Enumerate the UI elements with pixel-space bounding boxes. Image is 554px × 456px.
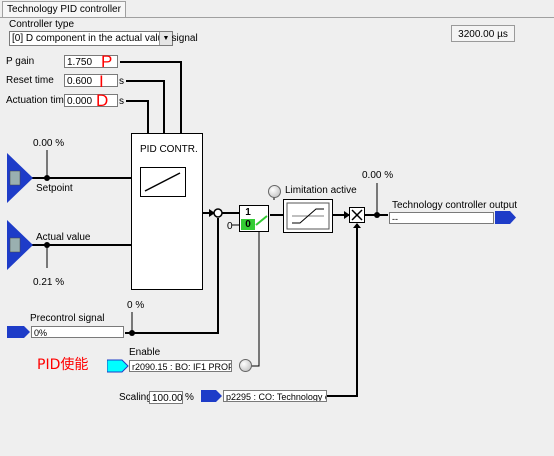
i-marker: I xyxy=(99,72,104,91)
reset-time-unit: s xyxy=(119,76,124,87)
actuation-time-input[interactable]: 0.000 xyxy=(64,94,118,107)
precontrol-field-value: 0% xyxy=(34,328,48,338)
enable-connector-icon[interactable] xyxy=(107,359,129,373)
p-gain-label: P gain xyxy=(6,56,35,67)
scaling-source-value: p2295 : CO: Technology contr xyxy=(226,392,326,402)
controller-type-label: Controller type xyxy=(9,19,75,30)
pid-block: PID CONTR. xyxy=(131,133,203,290)
scaling-input[interactable]: 100.00 xyxy=(149,391,183,404)
summation-point xyxy=(213,208,223,218)
enable-switch: 1 0 xyxy=(239,205,269,232)
output-value: 0.00 % xyxy=(362,170,394,181)
ramp-icon xyxy=(140,167,186,197)
switch-contact-icon xyxy=(255,215,268,226)
enable-label: Enable xyxy=(129,347,161,358)
setpoint-value: 0.00 % xyxy=(33,138,65,149)
limitation-label: Limitation active xyxy=(285,185,357,196)
multiplier-icon xyxy=(349,207,365,223)
pid-enable-annotation: PID使能 xyxy=(37,357,89,373)
chevron-down-icon[interactable]: ▼ xyxy=(159,32,172,45)
reset-time-input[interactable]: 0.600 xyxy=(64,74,118,87)
limitation-led-icon xyxy=(268,185,281,198)
controller-type-value: [0] D component in the actual value sign… xyxy=(12,33,198,44)
sample-time-display: 3200.00 µs xyxy=(451,25,515,42)
actuation-time-label: Actuation time xyxy=(6,95,70,106)
actuation-time-unit: s xyxy=(119,96,124,107)
precontrol-label: Precontrol signal xyxy=(30,313,105,324)
switch-zero-input: 0 xyxy=(227,221,233,232)
controller-type-select[interactable]: [0] D component in the actual value sign… xyxy=(9,31,198,46)
actuation-time-value: 0.000 xyxy=(67,96,93,107)
enable-source-field[interactable]: r2090.15 : BO: IF1 PROFIBUS xyxy=(129,360,232,372)
d-marker: D xyxy=(96,91,109,110)
precontrol-top-value: 0 % xyxy=(127,300,145,311)
switch-label-0: 0 xyxy=(241,219,255,230)
p-gain-input[interactable]: 1.750 xyxy=(64,55,118,68)
output-field-value: -- xyxy=(392,214,398,224)
scaling-label: Scaling xyxy=(119,392,152,403)
output-field[interactable]: -- xyxy=(389,212,494,224)
p-marker: P xyxy=(101,52,113,71)
output-connector-icon[interactable] xyxy=(495,210,517,225)
reset-time-value: 0.600 xyxy=(67,76,93,87)
enable-source-value: r2090.15 : BO: IF1 PROFIBUS xyxy=(132,362,232,372)
enable-led-icon xyxy=(239,359,252,372)
output-label: Technology controller output xyxy=(392,200,518,211)
actual-value-source-icon[interactable] xyxy=(7,220,33,270)
switch-label-1: 1 xyxy=(245,207,251,218)
precontrol-field[interactable]: 0% xyxy=(31,326,124,338)
scaling-source-field[interactable]: p2295 : CO: Technology contr xyxy=(223,390,327,402)
scaling-value: 100.00 xyxy=(152,393,183,404)
setpoint-label: Setpoint xyxy=(36,183,73,194)
tab-technology-pid-controller[interactable]: Technology PID controller xyxy=(2,1,126,17)
actual-value-value: 0.21 % xyxy=(33,277,65,288)
actual-value-label: Actual value xyxy=(36,232,91,243)
pid-block-label: PID CONTR. xyxy=(140,144,198,155)
p-gain-value: 1.750 xyxy=(67,57,93,68)
scaling-unit: % xyxy=(185,392,194,403)
limiter-block xyxy=(283,199,333,233)
precontrol-connector-icon[interactable] xyxy=(7,325,31,339)
scaling-connector-icon[interactable] xyxy=(201,389,223,403)
reset-time-label: Reset time xyxy=(6,75,54,86)
setpoint-source-icon[interactable] xyxy=(7,153,33,203)
tab-strip: Technology PID controller xyxy=(0,0,554,18)
